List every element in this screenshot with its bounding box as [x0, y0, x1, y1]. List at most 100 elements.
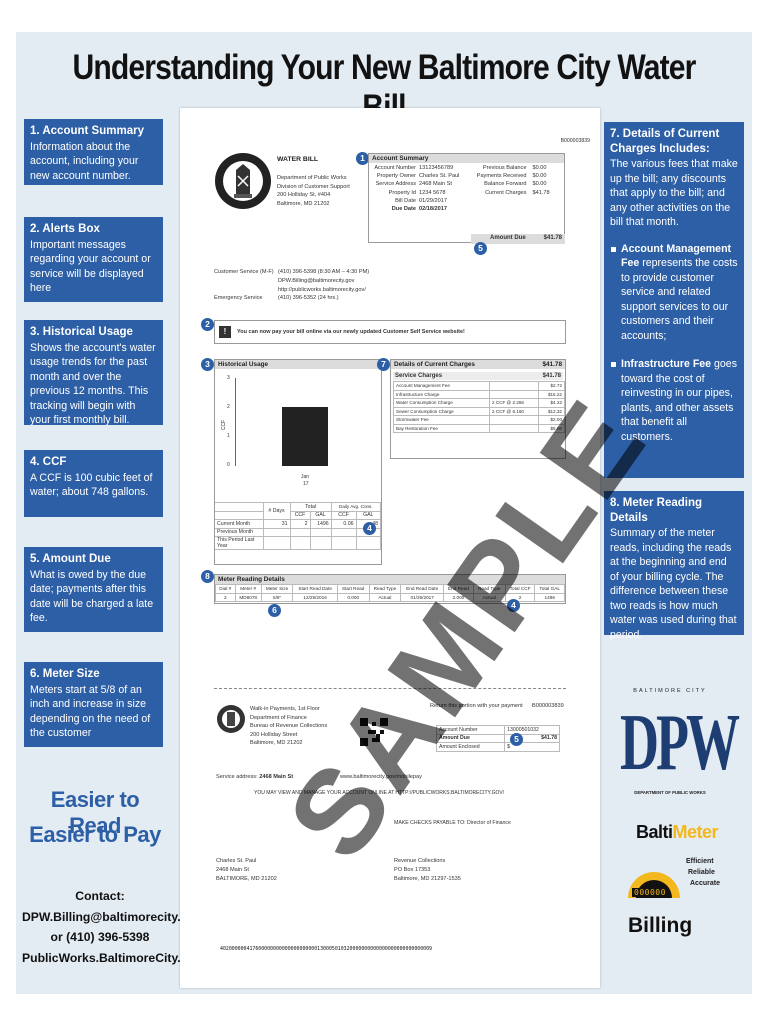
charges-total: $41.78 — [542, 361, 562, 368]
meter-header: Dial # — [215, 584, 236, 594]
box-text: What is owed by the due date; payments a… — [30, 568, 154, 625]
meter-word: Meter — [672, 822, 719, 842]
dpw-logo-letters: DPW — [620, 697, 740, 787]
box-heading: 2. Alerts Box — [30, 223, 100, 235]
box-heading: 8. Meter Reading Details — [610, 497, 703, 524]
box-text: Important messages regarding your accoun… — [30, 238, 151, 295]
box-heading: 3. Historical Usage — [30, 326, 133, 338]
usage-cell — [289, 536, 311, 550]
table-row: Bay Restoration Fee$5.00 — [393, 423, 565, 433]
remit-line: Baltimore, MD 21297-1535 — [394, 876, 461, 882]
callout-6: 6 — [268, 604, 281, 617]
box-text: Information about the account, including… — [30, 140, 139, 182]
box-current-charges: 7. Details of Current Charges Includes: … — [604, 122, 744, 478]
fee-name: Account Management Fee — [621, 242, 732, 270]
balance-label: Previous Balance — [482, 165, 527, 171]
remit-address: Revenue Collections PO Box 17353 Baltimo… — [394, 857, 461, 884]
mobile-pay-link[interactable]: www.baltimorecity.gov/mobilepay — [340, 774, 422, 780]
meter-cell: 1496 — [534, 592, 565, 602]
box-text: Summary of the meter reads, including th… — [610, 527, 737, 641]
contact-email[interactable]: DPW.Billing@baltimorecity.gov — [22, 909, 203, 924]
bill-heading: WATER BILL — [277, 156, 319, 163]
summary-value: 2468 Main St — [419, 181, 452, 188]
usage-header-daily: Daily Avg. Cons. — [330, 502, 382, 512]
balance-label: Balance Forward — [484, 181, 527, 188]
usage-cell — [262, 536, 291, 550]
summary-label: Service Address — [375, 181, 416, 188]
stub-divider — [214, 688, 566, 689]
meter-header: Meter Size — [260, 584, 294, 594]
amount-due-value: $41.78 — [543, 235, 562, 241]
usage-ytick: 3 — [227, 375, 230, 381]
stub-bill-number: B000003839 — [532, 703, 564, 709]
bill-number: B000003839 — [560, 138, 590, 144]
summary-value: 02/18/2017 — [419, 206, 447, 213]
dept-line: Department of Public Works — [277, 175, 347, 181]
summary-value: 01/29/2017 — [419, 197, 447, 204]
summary-value: 1234 5678 — [419, 189, 446, 196]
table-row: Previous Month — [215, 527, 382, 537]
page-title: Understanding Your New Baltimore City Wa… — [72, 48, 696, 127]
customer-line: Charles St. Paul — [216, 858, 257, 864]
charge-label: Stormwater Fee — [393, 415, 490, 425]
remit-line: PO Box 17353 — [394, 867, 431, 873]
usage-row-label: This Period Last Year — [215, 536, 264, 550]
charge-note — [488, 423, 540, 433]
usage-cell — [355, 536, 382, 550]
walk-in-line: Bureau of Revenue Collections — [250, 723, 328, 729]
charge-note: 2 CCF @ 2.266 — [488, 398, 540, 408]
usage-header-dccf: CCF — [330, 510, 357, 520]
box-text: Meters start at 5/8 of an inch and incre… — [30, 683, 151, 740]
service-charges-header: Service Charges$41.78 — [393, 372, 563, 380]
dept-line: 200 Holliday St, #404 — [277, 192, 331, 198]
alert-box: ! You can now pay your bill online via o… — [214, 320, 566, 344]
sample-bill: B000003839 WATER BILL Department of Publ… — [180, 108, 600, 988]
logo-accurate: Accurate — [690, 880, 720, 887]
dept-line: Division of Customer Support — [277, 183, 350, 190]
service-value: (410) 396-5352 (24 hrs.) — [278, 295, 339, 302]
stub-label: Amount Enclosed — [435, 742, 506, 752]
summary-value: 13123456789 — [419, 165, 454, 171]
service-address: Service address: 2468 Main St — [216, 774, 293, 780]
service-label: Customer Service (M-F) — [214, 269, 274, 275]
customer-line: 2468 Main St — [216, 867, 249, 873]
callout-5: 5 — [474, 242, 487, 255]
table-row: Amount Enclosed$ — [435, 742, 560, 752]
walk-in-address: Walk-in Payments, 1st Floor Department o… — [250, 705, 327, 748]
box-text: The various fees that make up the bill; … — [610, 158, 738, 228]
fee-list-item: Account Management Fee represents the co… — [610, 242, 738, 344]
small-seal-icon — [217, 705, 245, 733]
usage-ylabel: CCF — [221, 419, 228, 431]
account-summary-right: Previous Balance$0.00 Payments Received$… — [472, 164, 562, 213]
usage-bar-jan — [282, 407, 328, 466]
walk-in-line: Baltimore, MD 21202 — [250, 740, 303, 746]
summary-label: Bill Date — [395, 197, 416, 204]
meter-cell: Actual — [368, 592, 402, 602]
callout-2: 2 — [201, 318, 214, 331]
walk-in-line: 200 Holliday Street — [250, 731, 298, 738]
usage-bar-label: Jan — [301, 474, 310, 480]
city-seal-icon — [215, 153, 271, 209]
fee-list-item: Infrastructure Fee goes toward the cost … — [610, 357, 738, 444]
contact-phone: or (410) 396-5398 — [50, 930, 150, 944]
account-summary-title: Account Summary — [369, 154, 564, 163]
callout-4b: 4 — [507, 599, 520, 612]
usage-ytick: 0 — [227, 462, 230, 468]
balance-value: $0.00 — [532, 181, 547, 188]
qr-code-icon[interactable] — [360, 718, 388, 746]
contact-web[interactable]: PublicWorks.BaltimoreCity.gov — [22, 950, 203, 965]
meter-cell: 2 — [504, 592, 536, 602]
usage-cell — [262, 527, 291, 537]
meter-cell: MD8078 — [234, 592, 262, 602]
service-value: DPW.Billing@baltimorecity.gov — [278, 277, 355, 284]
usage-cell — [289, 527, 311, 537]
box-heading: 5. Amount Due — [30, 553, 111, 565]
amount-enclosed-field[interactable]: $ — [504, 742, 560, 752]
usage-header-days: # Days — [262, 502, 291, 520]
meter-cell: 0.000 — [336, 592, 370, 602]
charges-table: Account Management Fee$2.72 Infrastructu… — [393, 381, 565, 433]
